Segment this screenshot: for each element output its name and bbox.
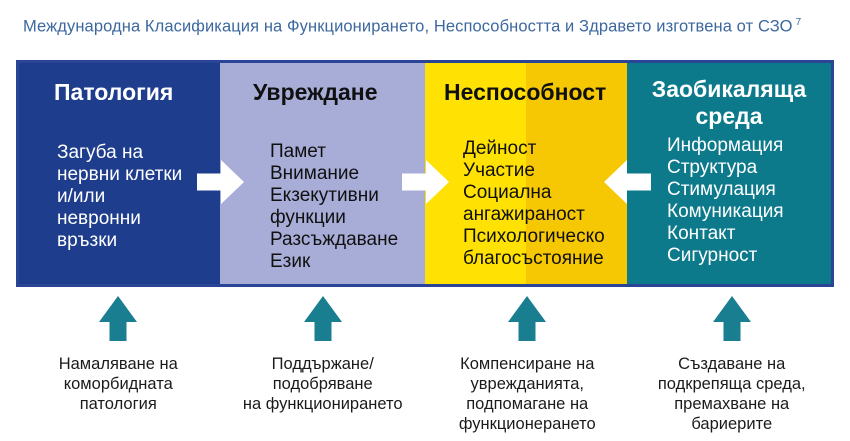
column-disability: Неспособност Дейност Участие Социална ан… — [425, 63, 627, 284]
column-disability-body: Дейност Участие Социална ангажираност Пс… — [463, 138, 605, 269]
intervention-impairment: Поддържане/ подобряване на функциониране… — [221, 296, 426, 438]
column-pathology-body: Загуба на нервни клетки и/или невронни в… — [57, 142, 183, 251]
intervention-label: Намаляване на коморбидната патология — [58, 355, 178, 413]
page-title-text: Международна Класификация на Функционира… — [23, 17, 793, 36]
intervention-pathology: Намаляване на коморбидната патология — [16, 296, 221, 438]
column-impairment-heading: Увреждане — [253, 79, 378, 105]
interventions-row: Намаляване на коморбидната патология Под… — [16, 296, 834, 438]
icf-stages-box: Патология Загуба на нервни клетки и/или … — [16, 60, 834, 287]
intervention-environment: Създаване на подкрепяща среда, премахван… — [630, 296, 835, 438]
column-pathology: Патология Загуба на нервни клетки и/или … — [19, 63, 220, 284]
column-environment-body: Информация Структура Стимулация Комуника… — [667, 135, 784, 266]
column-impairment-body: Памет Внимание Екзекутивни функции Разсъ… — [270, 141, 399, 272]
arrow-left-icon — [604, 160, 651, 204]
arrow-up-icon — [303, 296, 342, 341]
arrow-up-icon — [508, 296, 547, 341]
column-environment: Заобикаляща среда Информация Структура С… — [627, 63, 831, 284]
arrow-up-icon — [712, 296, 751, 341]
intervention-label: Компенсиране на уврежданията, подпомаган… — [458, 355, 596, 433]
arrow-right-icon — [197, 160, 244, 204]
page-title: Международна Класификация на Функционира… — [23, 12, 835, 38]
intervention-disability: Компенсиране на уврежданията, подпомаган… — [425, 296, 630, 438]
column-pathology-heading: Патология — [54, 79, 174, 105]
arrow-up-icon — [99, 296, 138, 341]
title-footnote: 7 — [795, 17, 802, 28]
intervention-label: Създаване на подкрепяща среда, премахван… — [657, 355, 806, 433]
column-environment-heading: Заобикаляща среда — [651, 76, 807, 129]
arrow-right-icon — [402, 160, 449, 204]
column-impairment: Увреждане Памет Внимание Екзекутивни фун… — [220, 63, 425, 284]
intervention-label: Поддържане/ подобряване на функциониране… — [242, 355, 403, 413]
column-disability-heading: Неспособност — [444, 79, 607, 105]
